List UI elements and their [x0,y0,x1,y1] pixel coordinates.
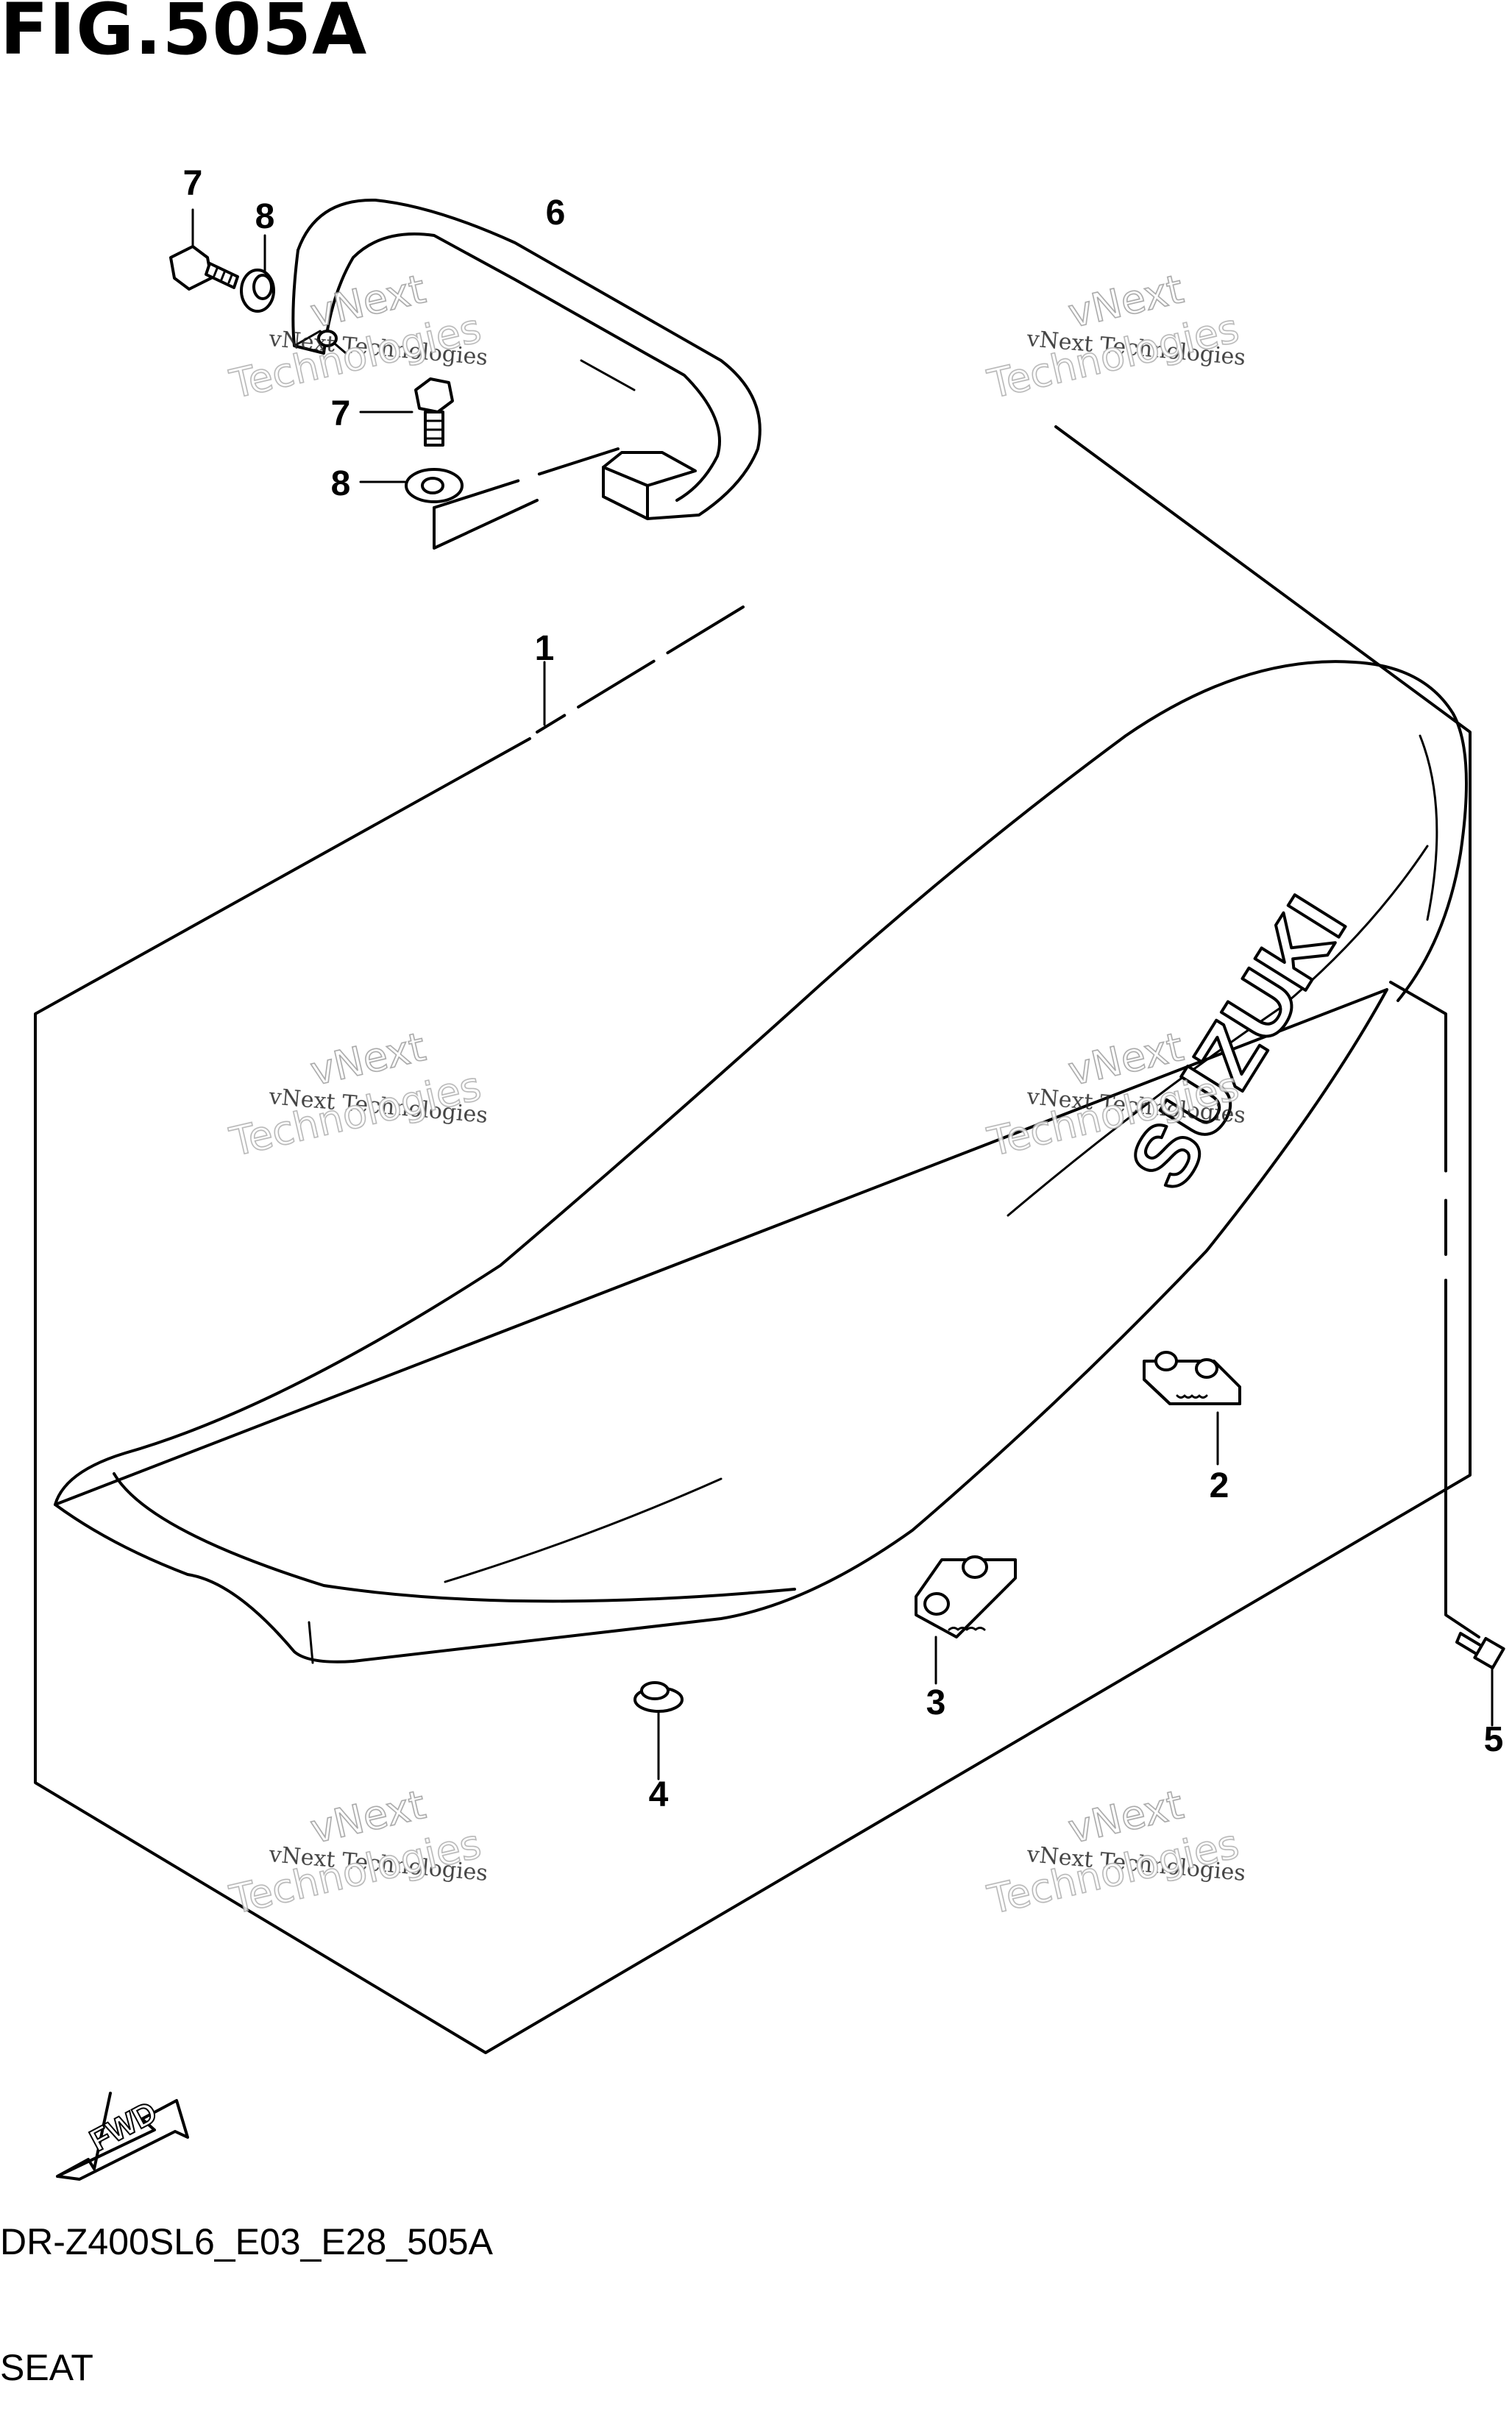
figure-title: FIG.505A [0,0,368,71]
assembly-outline-1-dash [536,606,745,734]
callout-labels: 1 2 3 4 5 6 7 7 8 8 [183,164,1504,1814]
bolt-part-7-top [169,245,239,291]
callout-6: 6 [546,193,566,232]
watermark-ml: vNext Technologies vNext Technologies [225,1023,489,1166]
seat-assembly: SUZUKI [54,660,1468,1664]
callout-8-top: 8 [255,197,275,236]
callout-8-lower: 8 [331,464,351,503]
bolt-part-7-lower [414,377,454,447]
bolt-part-5 [1455,1632,1505,1669]
callout-7-top: 7 [183,164,203,203]
bracket-part-2 [1143,1351,1241,1405]
bracket-part-3 [915,1555,1017,1638]
watermark-tr: vNext Technologies vNext Technologies [983,265,1247,408]
fwd-arrow-icon [56,2092,189,2181]
callout-7-lower: 7 [331,394,351,433]
watermark-br: vNext Technologies vNext Technologies [983,1780,1247,1924]
callout-4: 4 [649,1775,669,1814]
grab-handle-part-6 [291,198,762,520]
diagram-name: SEAT [0,2347,93,2388]
callout-3: 3 [926,1683,946,1722]
watermark-group: vNext Technologies vNext Technologies vN… [225,265,1247,1924]
callout-5: 5 [1484,1720,1504,1759]
diagram-code: DR-Z400SL6_E03_E28_505A [0,2221,493,2262]
grommet-part-4 [633,1681,684,1713]
assembly-outline-1 [34,425,1472,2054]
washer-part-8-top [240,269,275,313]
callout-2: 2 [1210,1466,1229,1505]
callout-1: 1 [535,629,555,668]
washer-part-8-lower [405,468,464,503]
